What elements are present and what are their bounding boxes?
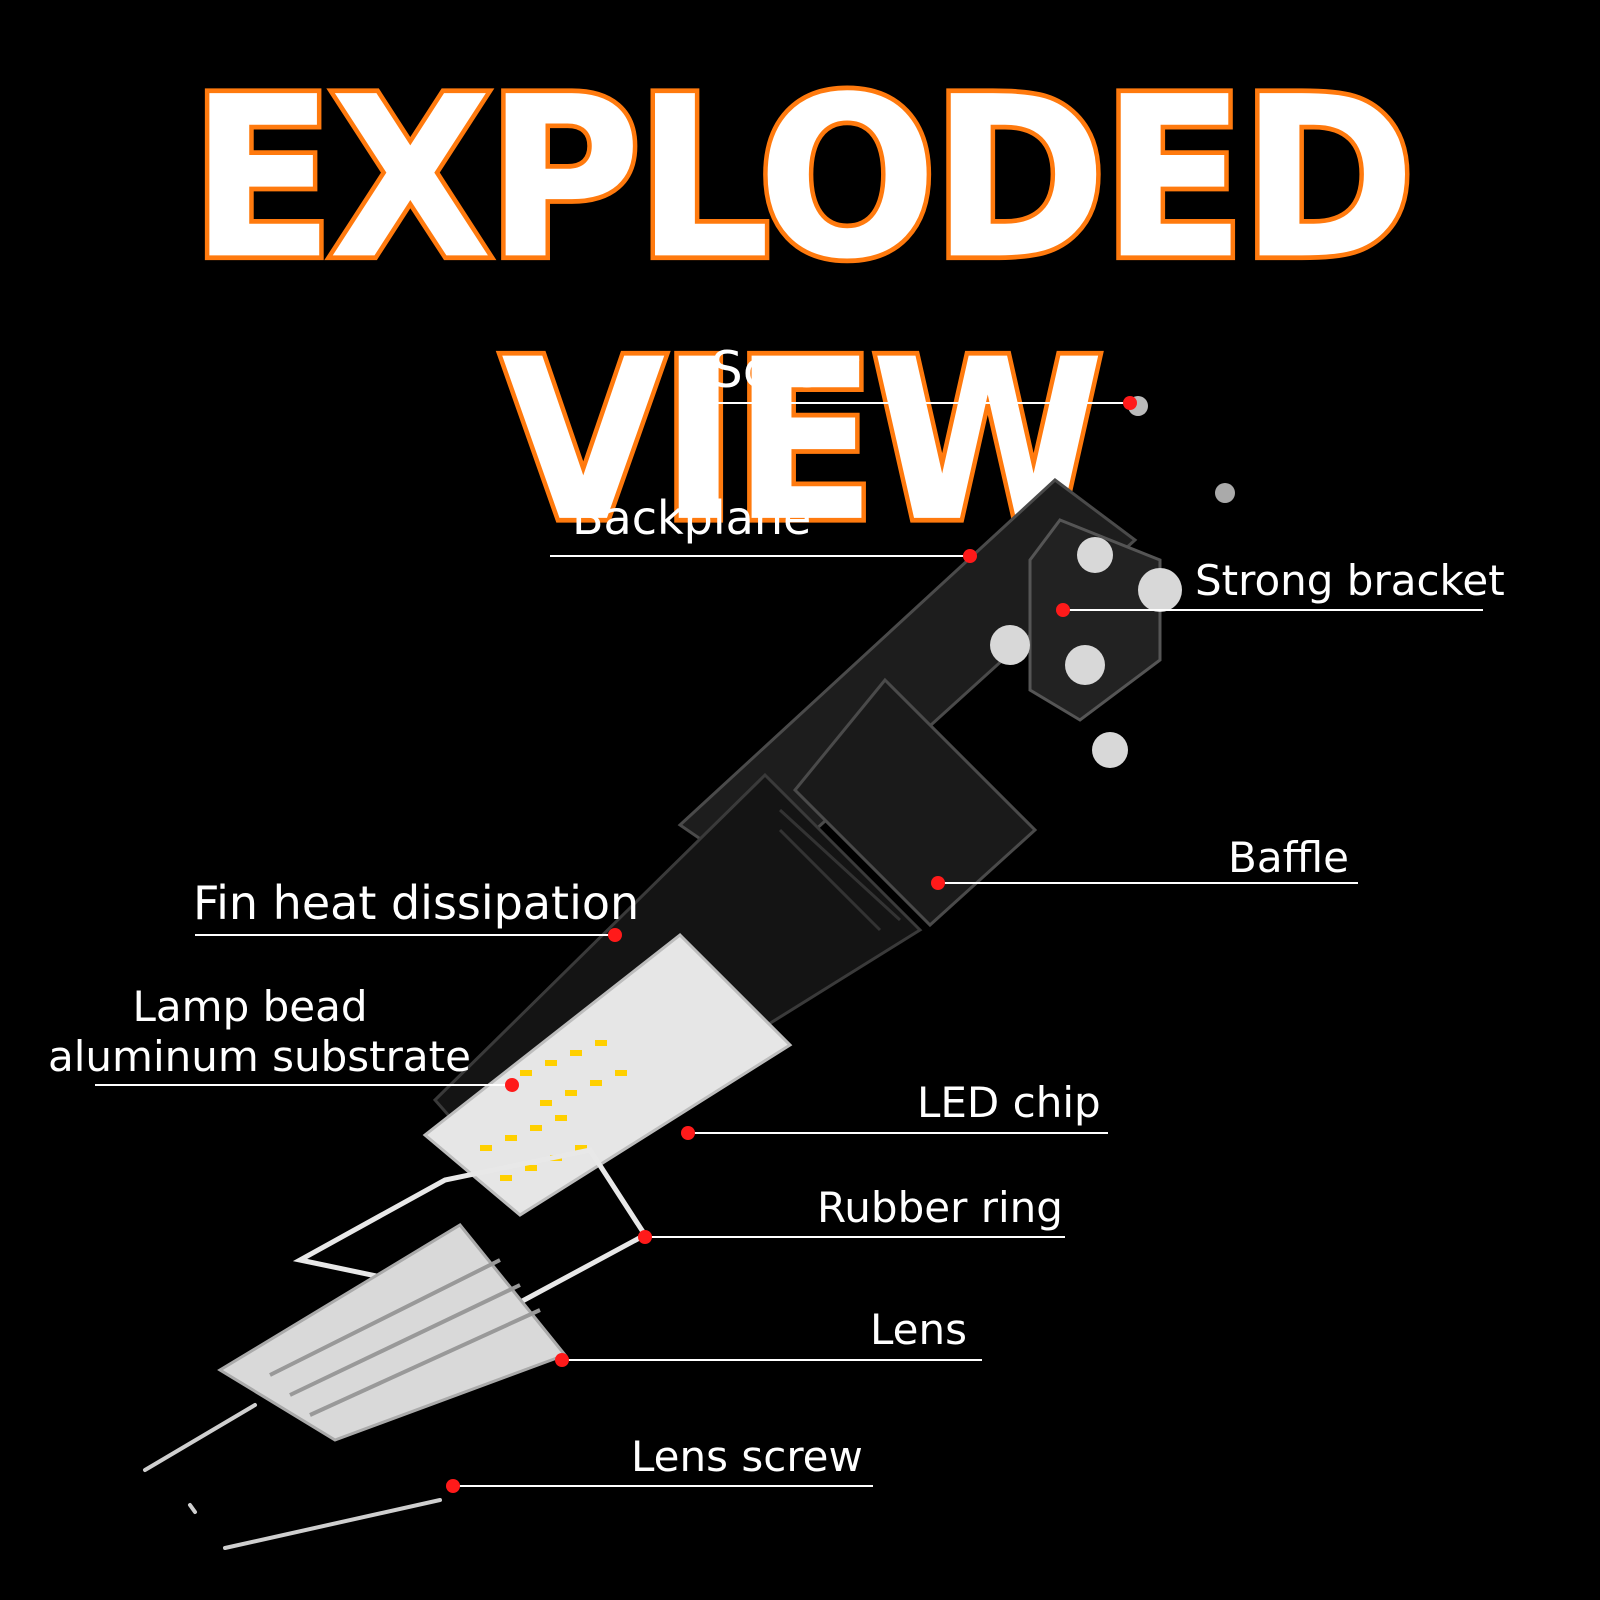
bracket-bolts: [990, 537, 1182, 768]
lens-rows: [269, 1258, 541, 1417]
marker-dot: [446, 1479, 460, 1493]
marker-dot: [505, 1078, 519, 1092]
label-fin-heat-dissipation: Fin heat dissipation: [193, 876, 640, 930]
label-lamp-bead-line1: Lamp bead: [132, 982, 368, 1031]
label-lens-screw: Lens screw: [631, 1432, 863, 1481]
lens-shape: [217, 1223, 568, 1442]
marker-dot: [1123, 396, 1137, 410]
label-backplane: Backplane: [572, 491, 812, 545]
label-strong-bracket: Strong bracket: [1195, 556, 1505, 605]
marker-dot: [963, 549, 977, 563]
marker-dot: [1056, 603, 1070, 617]
red-markers: [446, 396, 1137, 1493]
marker-dot: [681, 1126, 695, 1140]
marker-dot: [555, 1353, 569, 1367]
aluminum-substrate-shape: [422, 932, 793, 1217]
marker-dot: [638, 1230, 652, 1244]
strong-bracket-shape: [1028, 518, 1162, 722]
marker-dot: [931, 876, 945, 890]
page-title-text: EXPLODED VIEW: [185, 44, 1420, 575]
leader-lines: [95, 402, 1483, 1487]
label-led-chip: LED chip: [917, 1078, 1101, 1127]
page-title: EXPLODED VIEW: [0, 44, 1600, 575]
fin-lines: [778, 808, 902, 932]
lens-screws: [143, 1403, 442, 1550]
marker-dot: [608, 928, 622, 942]
label-rubber-ring: Rubber ring: [817, 1183, 1063, 1232]
loose-nut: [1215, 483, 1235, 503]
label-baffle: Baffle: [1228, 833, 1349, 882]
label-screw: Screw: [711, 341, 862, 399]
label-lens: Lens: [870, 1305, 968, 1354]
label-lamp-bead-line2: aluminum substrate: [48, 1032, 471, 1081]
baffle-shape: [792, 677, 1038, 928]
